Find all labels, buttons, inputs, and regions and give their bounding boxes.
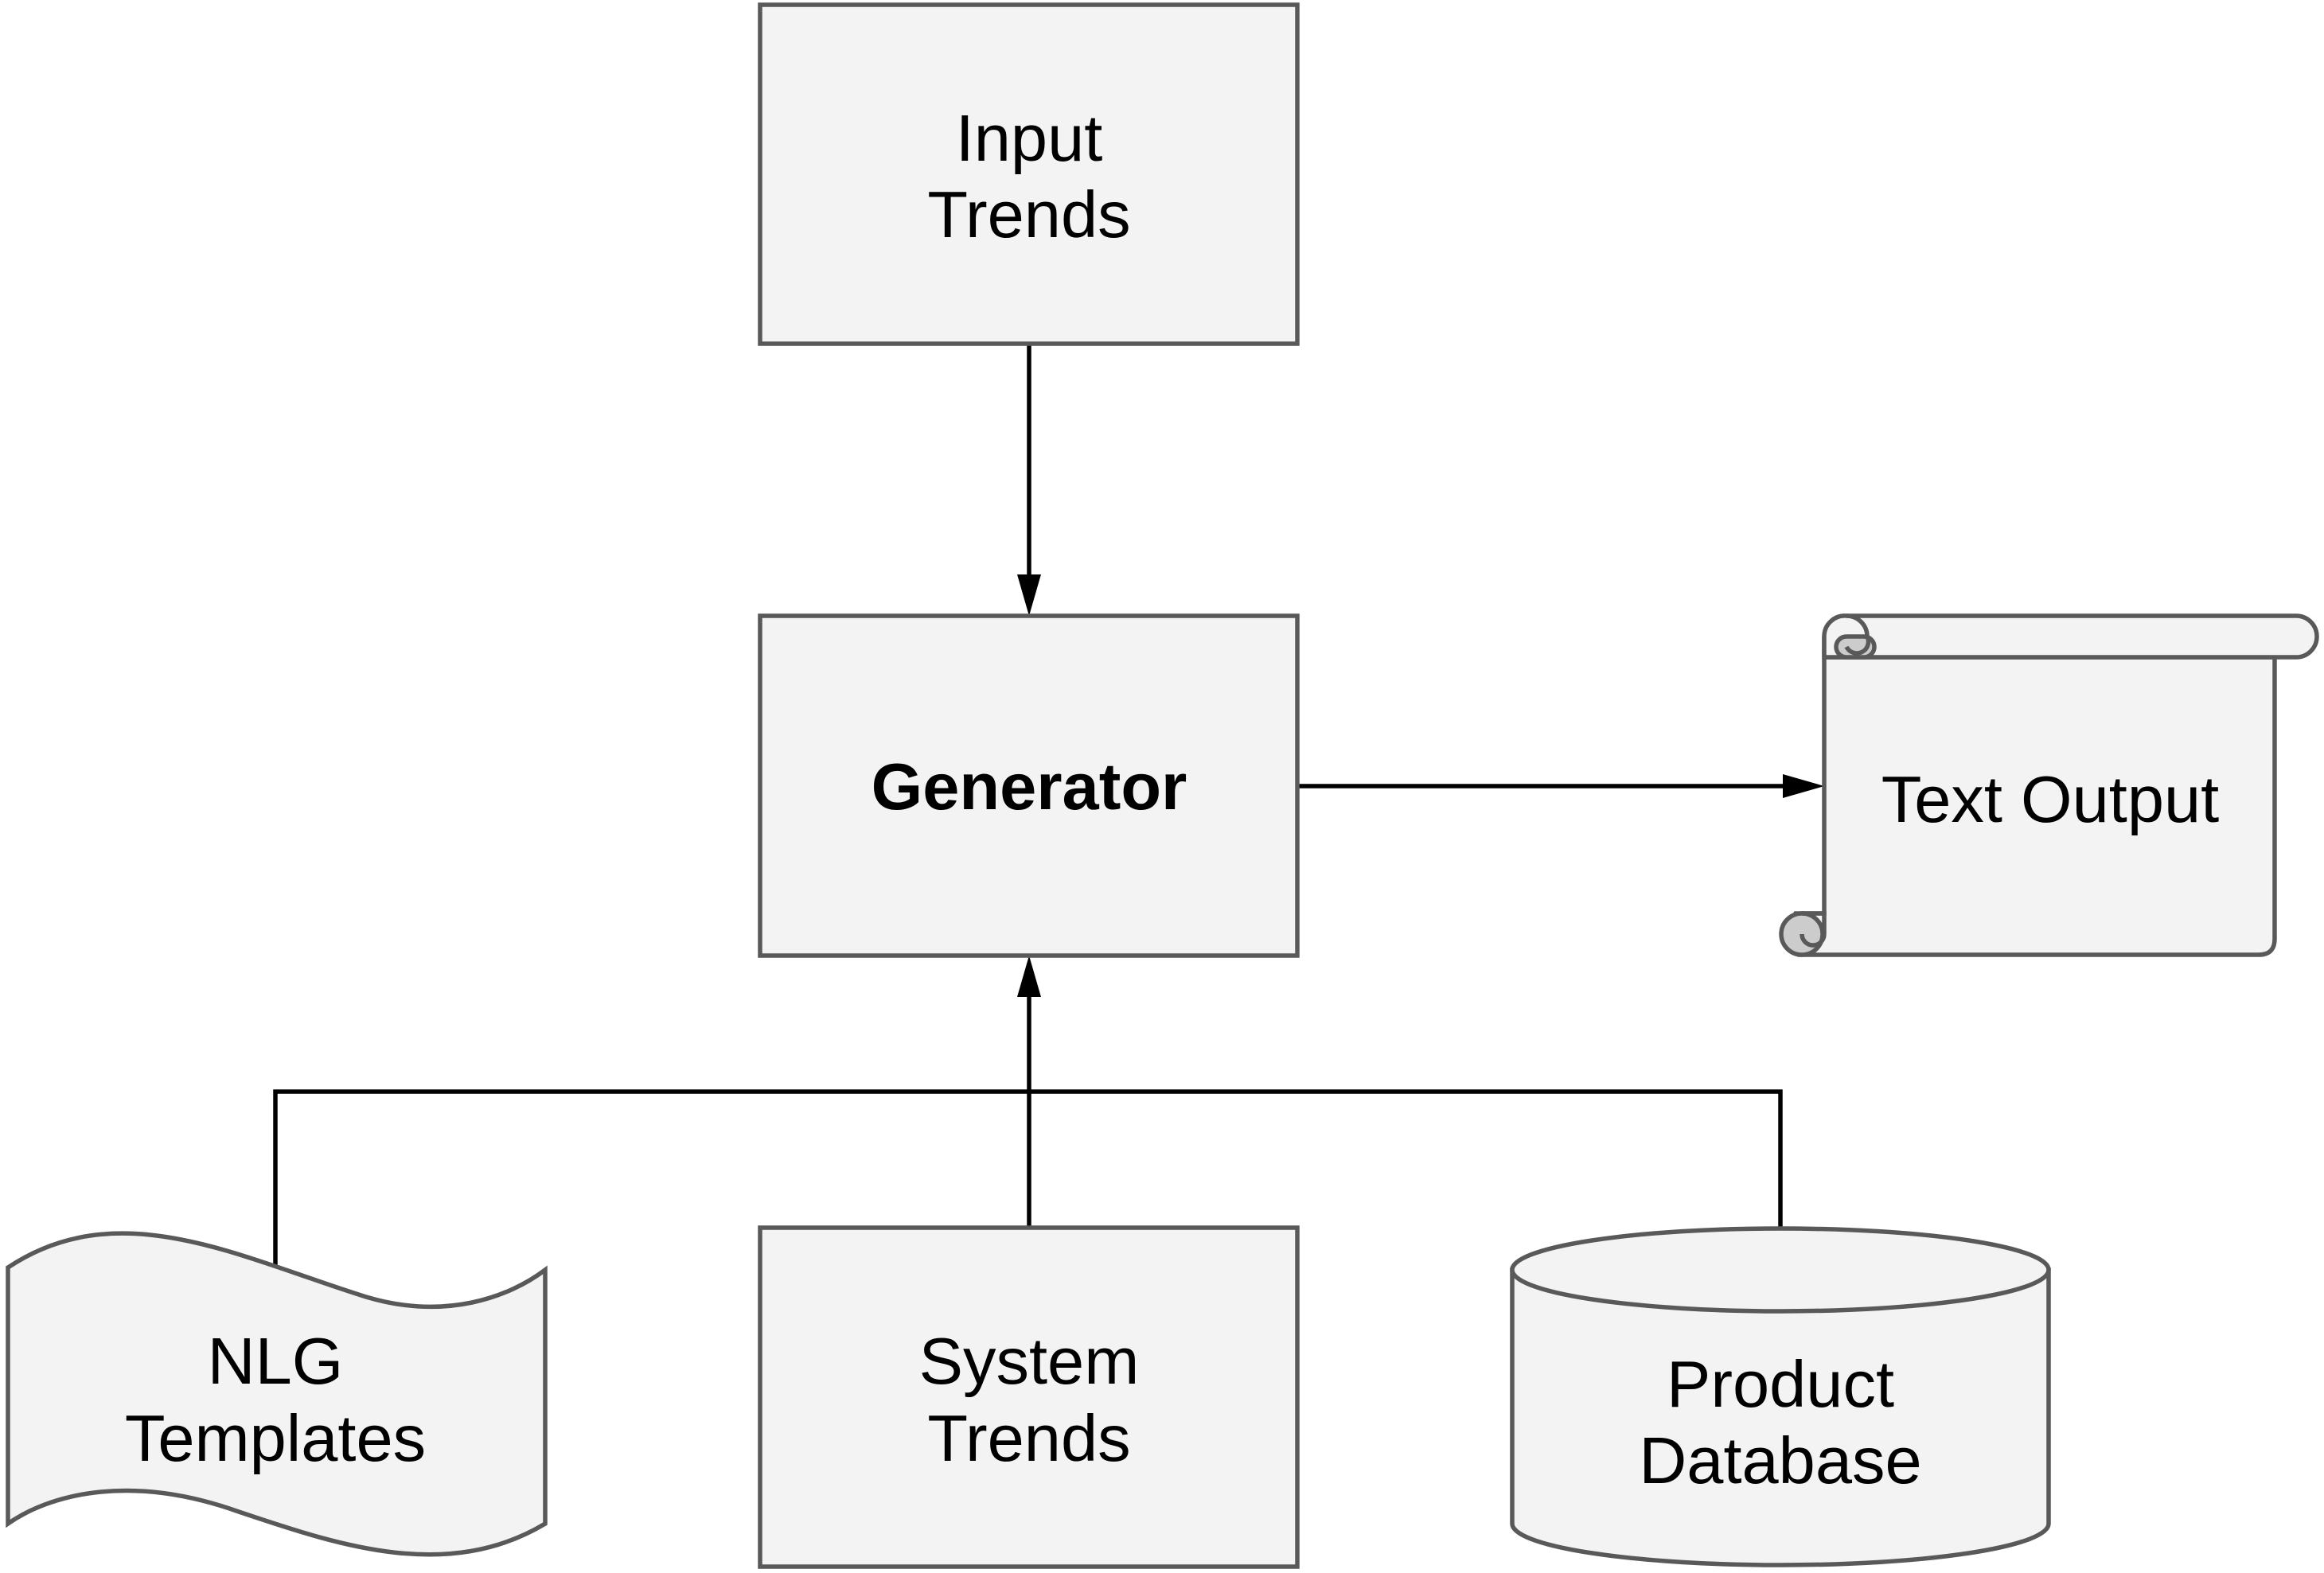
input-trends-label-line1: Input — [956, 101, 1103, 175]
scroll-bottom-curl-edge — [1800, 911, 1827, 948]
input-trends-label-line2: Trends — [927, 177, 1130, 251]
arrowhead-text-output — [1783, 774, 1824, 798]
arrowhead-generator-bottom — [1017, 956, 1041, 997]
system-trends-label-line1: System — [919, 1324, 1140, 1398]
edge-nlg-templates-to-generator — [273, 1089, 1029, 1267]
text-output-label: Text Output — [1881, 762, 2219, 836]
edge-product-database-to-generator — [1029, 1089, 1783, 1228]
product-database-label-line2: Database — [1639, 1423, 1921, 1497]
nlg-templates-label-line1: NLG — [208, 1324, 344, 1398]
product-database-label-line1: Product — [1667, 1347, 1894, 1421]
scroll-top-curl-edge — [1844, 613, 1871, 656]
generator-label: Generator — [872, 750, 1187, 823]
arrowhead-generator-top — [1017, 574, 1041, 616]
node-input-trends: Input Trends — [758, 2, 1300, 346]
node-generator: Generator — [758, 613, 1300, 958]
node-product-database: Product Database — [1510, 1226, 2051, 1567]
node-text-output: Text Output — [1779, 613, 2319, 957]
node-nlg-templates: NLG Templates — [6, 1231, 548, 1557]
node-system-trends: System Trends — [758, 1225, 1300, 1569]
scroll-top-roll — [1822, 613, 2319, 660]
system-trends-label-line2: Trends — [927, 1401, 1130, 1475]
nlg-templates-label-line2: Templates — [125, 1401, 426, 1475]
